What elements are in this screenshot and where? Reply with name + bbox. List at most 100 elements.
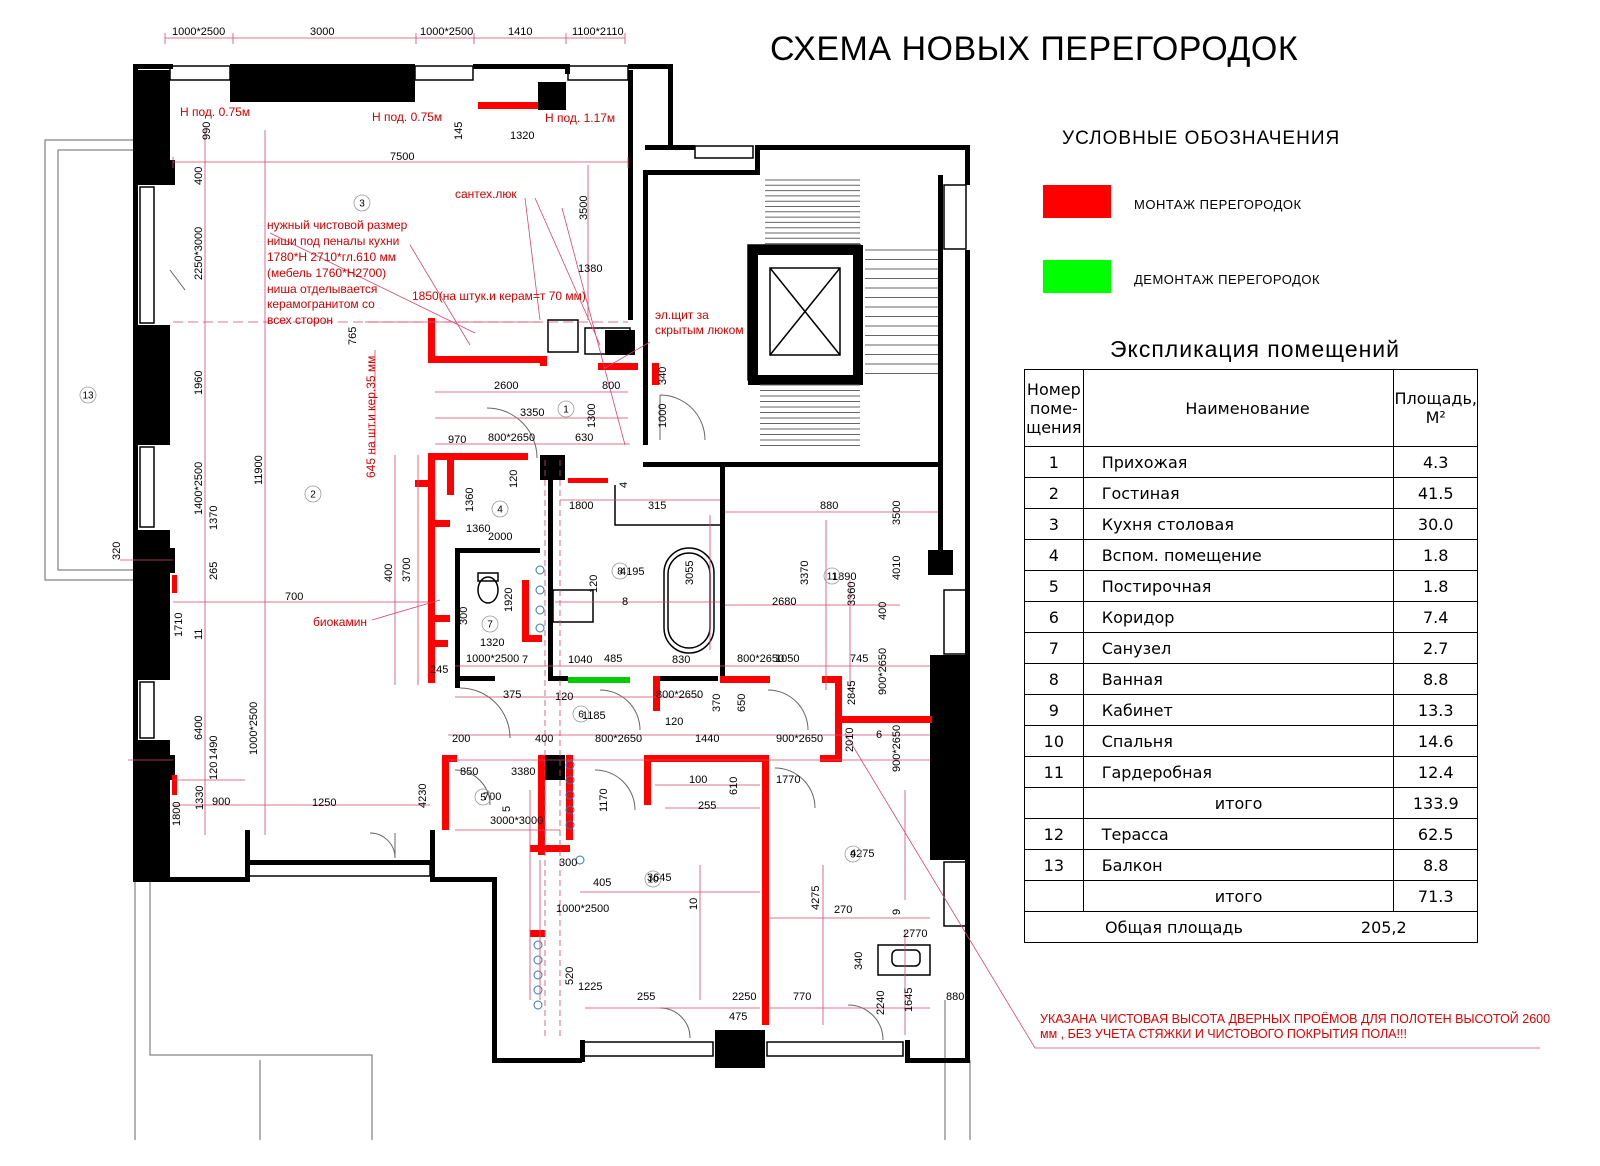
- dimension-label: 1400*2500: [193, 462, 205, 515]
- dimension-lines: [120, 33, 1540, 1049]
- dimension-label: 1330: [194, 786, 206, 810]
- dimension-label: 5: [501, 806, 513, 812]
- cell-number: 5: [1024, 570, 1084, 602]
- dimension-label: 11: [193, 629, 205, 640]
- dimension-label: 120: [665, 716, 683, 728]
- dimension-label: 800*2650: [488, 432, 535, 444]
- dimension-label: 800*2650: [656, 689, 703, 701]
- dimension-label: 1320: [510, 130, 534, 142]
- dimension-label: 1710: [173, 613, 185, 637]
- cell-number: 8: [1024, 663, 1084, 695]
- dimension-label: 1000*2500: [248, 702, 260, 755]
- room-number: 3: [359, 199, 365, 210]
- cell-number: 10: [1024, 725, 1084, 757]
- plumbing-risers: [533, 565, 585, 1010]
- room-number: 4: [497, 505, 503, 516]
- dimension-label: 880: [946, 991, 964, 1003]
- dimension-label: 370: [711, 694, 723, 712]
- room-number: 13: [82, 391, 94, 402]
- table-header-row: Номер поме-щения Наименование Площадь, М…: [1024, 369, 1478, 447]
- door-swings: [169, 269, 884, 1041]
- dimension-label: 400: [193, 167, 205, 185]
- el-shield-note-2: скрытым люком: [655, 323, 744, 337]
- dimension-label: 320: [111, 542, 123, 560]
- cell-name: Кухня столовая: [1082, 508, 1395, 540]
- dimension-label: 485: [604, 653, 622, 665]
- legend-label-install: МОНТАЖ ПЕРЕГОРОДОК: [1134, 197, 1302, 212]
- dimension-label: 200: [452, 733, 470, 745]
- niche-note-1: нужный чистовой размер: [267, 218, 408, 232]
- dimension-label: 3350: [520, 407, 544, 419]
- room-number: 7: [487, 620, 493, 631]
- niche-note-7: всех сторон: [267, 313, 333, 327]
- cell-number: 4: [1024, 539, 1084, 571]
- room-number: 11: [827, 572, 838, 583]
- cell-area: 1.8: [1393, 539, 1478, 571]
- cell-name: итого: [1082, 787, 1395, 819]
- top-dim-label: 1410: [508, 26, 532, 38]
- dimension-label: 340: [657, 367, 669, 385]
- cell-name: Терасса: [1082, 818, 1395, 850]
- riser-pipe: [533, 985, 543, 995]
- dimension-label: 2845: [846, 681, 858, 705]
- cell-number: 11: [1024, 756, 1084, 788]
- room-number-circle: [844, 845, 862, 863]
- header-number: Номер поме-щения: [1024, 369, 1084, 447]
- dimension-label: 1890: [832, 571, 856, 583]
- dimension-label: 120: [555, 691, 573, 703]
- dimension-label: 6400: [193, 716, 205, 740]
- dimension-label: 3360: [846, 582, 858, 606]
- cell-number: 13: [1024, 849, 1084, 881]
- dimension-label: 340: [853, 952, 865, 970]
- dimension-label: 900*2650: [776, 733, 823, 745]
- cell-area: 7.4: [1393, 601, 1478, 633]
- cell-area: 13.3: [1393, 694, 1478, 726]
- dimension-label: 1250: [312, 797, 336, 809]
- dimension-label: 1960: [193, 371, 205, 395]
- dimension-label: 1370: [208, 506, 220, 530]
- riser-pipe: [575, 855, 585, 865]
- dimension-label: 800*2650: [595, 733, 642, 745]
- cell-name: Прихожая: [1082, 446, 1395, 478]
- room-number-circle: [557, 400, 575, 418]
- dimension-label: 120: [508, 470, 520, 488]
- dimension-label: 4275: [850, 848, 874, 860]
- page-title: СХЕМА НОВЫХ ПЕРЕГОРОДОК: [770, 30, 1299, 68]
- dimension-label: 1490: [208, 736, 220, 760]
- dimension-label: 1300: [586, 404, 598, 428]
- dimension-label: 4010: [891, 556, 903, 580]
- dimension-label: 765: [347, 327, 359, 345]
- room-number: 9: [850, 850, 856, 861]
- sill-labels: Н под. 0.75м Н под. 0.75м Н под. 1.17м: [180, 105, 615, 125]
- legend-swatch-demolish: [1043, 260, 1111, 293]
- legend-label-demolish: ДЕМОНТАЖ ПЕРЕГОРОДОК: [1134, 272, 1321, 287]
- sill-label-2: Н под. 0.75м: [372, 110, 442, 124]
- legend-swatch-install: [1043, 185, 1111, 218]
- dimension-label: 990: [201, 122, 213, 140]
- dimension-label: 145: [453, 122, 465, 140]
- dimension-label: 3500: [578, 196, 590, 220]
- dimension-label: 2770: [903, 928, 927, 940]
- dimension-label: 1440: [695, 733, 719, 745]
- riser-pipe: [565, 775, 575, 785]
- room-number-circle: [823, 567, 841, 585]
- dimension-label: 3000*3000: [490, 815, 543, 827]
- dimension-label: 400: [383, 564, 395, 582]
- stair-core: [747, 244, 863, 385]
- dimension-label: 475: [729, 1011, 747, 1023]
- terrace-outline-right: [944, 1000, 971, 1140]
- cell-name: Кабинет: [1082, 694, 1395, 726]
- room-number-circle: [79, 386, 97, 404]
- dimension-label: 1360: [464, 488, 476, 512]
- el-shield-note-1: эл.щит за: [655, 308, 709, 322]
- dimension-label: 1645: [903, 988, 915, 1012]
